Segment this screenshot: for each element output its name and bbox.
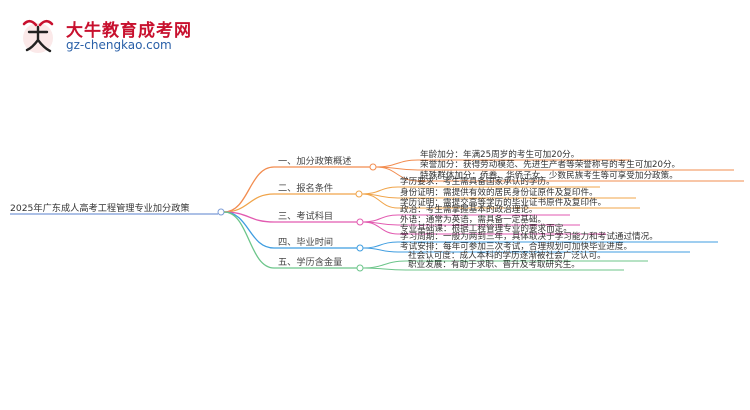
leaf-node: 政治：考生需掌握基本的政治理论。 xyxy=(400,205,538,215)
site-url[interactable]: gz-chengkao.com xyxy=(66,38,172,52)
bull-logo-icon xyxy=(22,19,54,53)
leaf-node: 考试安排：每年可参加三次考试，合理规划可加快毕业进度。 xyxy=(400,242,633,252)
root-node: 2025年广东成人高考工程管理专业加分政策 xyxy=(10,203,190,214)
connector-curve xyxy=(375,166,419,182)
leaf-node: 特殊群体加分：侨眷、华侨子女、少数民族考生等可享受加分政策。 xyxy=(420,171,678,181)
leaf-node: 职业发展：有助于求职、晋升及考取研究生。 xyxy=(408,260,580,270)
node-connector-dot xyxy=(356,264,364,272)
connector-curve xyxy=(223,166,275,213)
leaf-node: 学历要求：考生需具备国家承认的学历。 xyxy=(400,177,555,187)
leaf-node: 荣誉加分：获得劳动模范、先进生产者等荣誉称号的考生可加20分。 xyxy=(420,160,681,170)
leaf-node: 外语：通常为英语，需具备一定基础。 xyxy=(400,215,547,225)
connector-curve xyxy=(362,214,399,223)
connector-curve xyxy=(361,193,399,209)
connector-curve xyxy=(362,260,407,269)
branch-node-5: 五、学历含金量 xyxy=(278,257,343,268)
branch-node-2: 二、报名条件 xyxy=(278,183,334,194)
leaf-node: 身份证明：需提供有效的居民身份证原件及复印件。 xyxy=(400,188,598,198)
branch-node-3: 三、考试科目 xyxy=(278,211,334,222)
node-connector-dot xyxy=(356,244,364,252)
node-connector-dot xyxy=(217,208,225,216)
node-connector-dot xyxy=(355,190,363,198)
connector-curve xyxy=(361,186,399,195)
leaf-node: 年龄加分：年满25周岁的考生可加20分。 xyxy=(420,150,580,160)
connector-curve xyxy=(362,267,407,271)
branch-node-4: 四、毕业时间 xyxy=(278,237,334,248)
node-connector-dot xyxy=(356,218,364,226)
site-title[interactable]: 大牛教育成考网 xyxy=(66,21,192,41)
leaf-node: 学习周期：一般为两到三年，具体取决于学习能力和考试通过情况。 xyxy=(400,232,658,242)
connector-curve xyxy=(375,159,419,168)
branch-node-1: 一、加分政策概述 xyxy=(278,156,352,167)
leaf-node: 学历证明：需提交高等学历的毕业证书原件及复印件。 xyxy=(400,198,607,208)
connector-curve xyxy=(223,211,275,269)
connector-curve xyxy=(362,247,399,253)
connector-curve xyxy=(362,241,399,249)
leaf-node: 专业基础课：根据工程管理专业的要求而定。 xyxy=(400,224,572,234)
connector-curve xyxy=(362,221,399,235)
connector-curve xyxy=(223,193,275,213)
leaf-node: 社会认可度：成人本科的学历逐渐被社会广泛认可。 xyxy=(408,251,606,261)
node-connector-dot xyxy=(369,163,377,171)
site-header: 大牛教育成考网 gz-chengkao.com xyxy=(14,14,234,58)
